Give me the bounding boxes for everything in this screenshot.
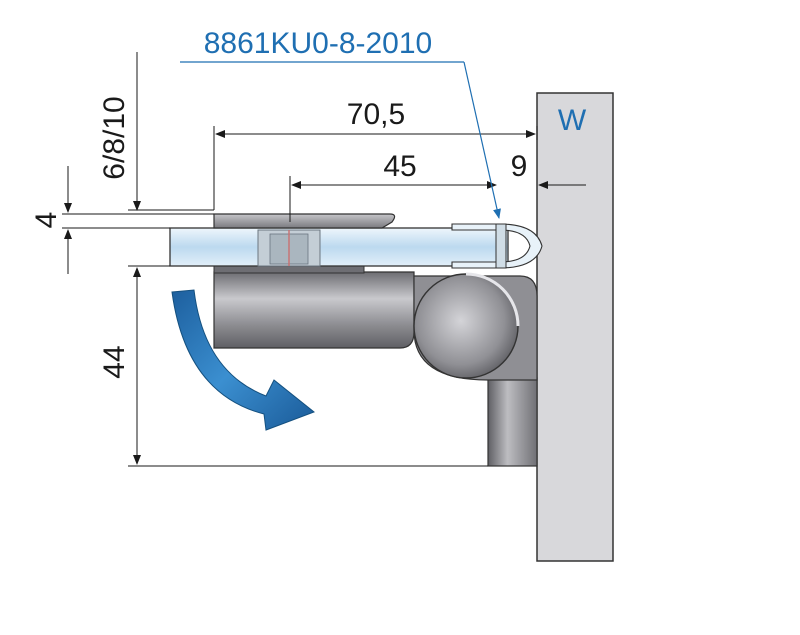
- upper-clamp-plate: [213, 213, 396, 229]
- glass-insert: [257, 229, 321, 267]
- glass-pane: [169, 227, 509, 267]
- dimension-body-height: 44: [98, 345, 131, 378]
- rotation-arrow-icon: [171, 289, 315, 431]
- wall: [536, 92, 614, 562]
- wall-mount-leg: [487, 377, 538, 467]
- dimension-lines: [62, 52, 586, 467]
- dimension-clamp-plate: 4: [30, 212, 63, 229]
- part-number-label: 8861KU0-8-2010: [204, 27, 433, 60]
- part-number-leader: [180, 61, 501, 219]
- dimension-wall-gap: 9: [511, 150, 528, 183]
- hinge-knuckle: [413, 272, 520, 379]
- dimension-glass-thickness: 6/8/10: [98, 96, 131, 179]
- dimension-screw-offset: 45: [383, 150, 416, 183]
- wall-label: W: [558, 104, 587, 137]
- dimension-overall-depth: 70,5: [347, 98, 405, 131]
- seal-profile: [451, 223, 543, 269]
